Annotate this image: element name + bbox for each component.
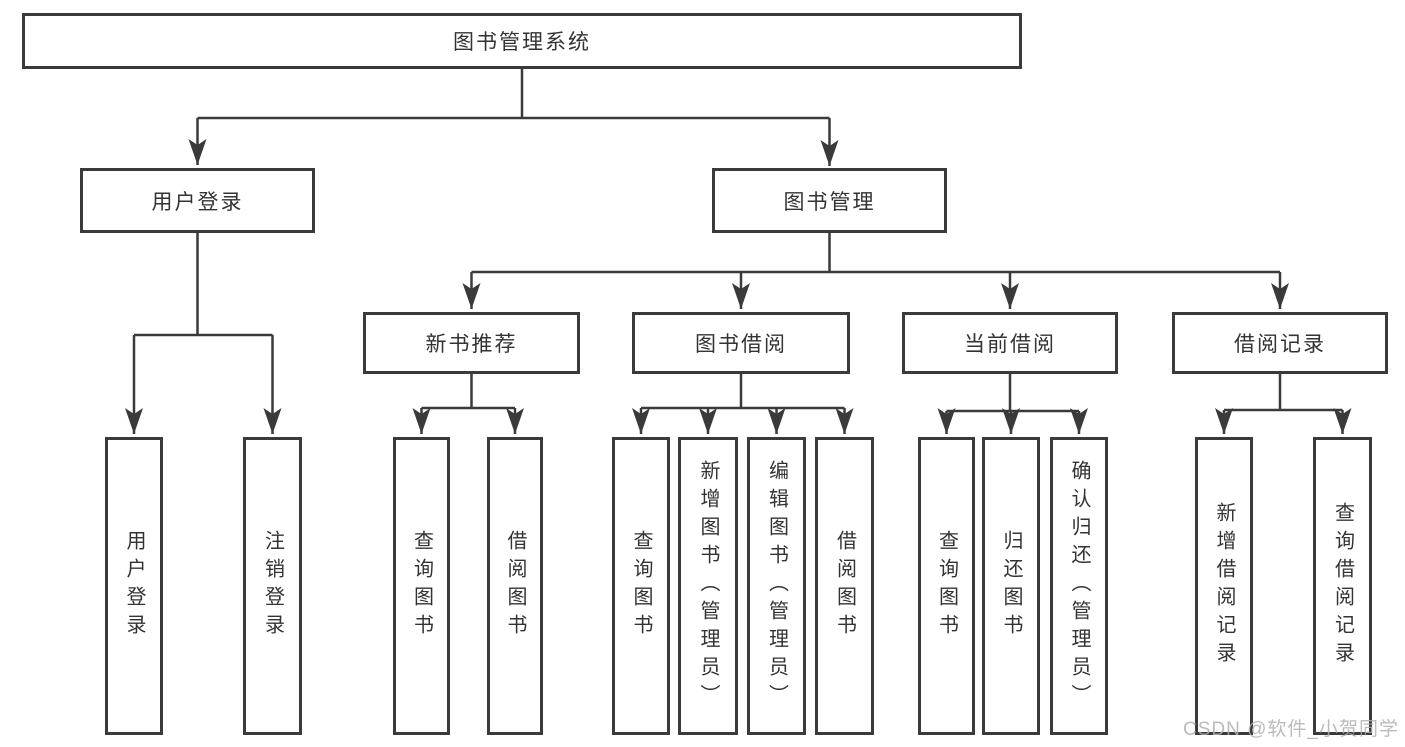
node-book-management: 图书管理 <box>712 168 947 233</box>
leaf-logout-label: 注销登录 <box>261 530 284 642</box>
leaf-add-borrow-record: 新增借阅记录 <box>1195 437 1253 735</box>
node-current-borrowing: 当前借阅 <box>902 312 1118 374</box>
connector-root-to-level2 <box>188 69 839 166</box>
leaf-confirm-return-admin-label: 确认归还（管理员） <box>1068 460 1090 712</box>
leaf-borrow-books-borrowing: 借阅图书 <box>815 437 874 735</box>
connector-book-borrow-to-leaves <box>632 374 854 434</box>
node-library-system: 图书管理系统 <box>22 13 1022 69</box>
connector-book-mgmt-to-level3 <box>462 233 1289 309</box>
leaf-add-borrow-record-label: 新增借阅记录 <box>1213 502 1235 670</box>
connector-borrow-records-to-leaves <box>1215 374 1352 434</box>
leaf-query-books-borrowing: 查询图书 <box>612 437 670 735</box>
leaf-query-books-recommend-label: 查询图书 <box>410 530 433 642</box>
node-current-borrowing-label: 当前借阅 <box>964 333 1056 356</box>
leaf-confirm-return-admin: 确认归还（管理员） <box>1050 437 1108 735</box>
leaf-logout: 注销登录 <box>243 437 302 735</box>
connector-new-book-rec-to-leaves <box>412 374 524 434</box>
leaf-return-books: 归还图书 <box>982 437 1040 735</box>
leaf-user-login: 用户登录 <box>105 437 163 735</box>
leaf-query-books-borrowing-label: 查询图书 <box>630 530 652 642</box>
node-library-system-label: 图书管理系统 <box>453 31 591 54</box>
node-borrow-records-label: 借阅记录 <box>1234 333 1326 356</box>
node-user-login: 用户登录 <box>80 168 315 233</box>
leaf-return-books-label: 归还图书 <box>1000 530 1022 642</box>
node-new-book-recommend: 新书推荐 <box>363 312 580 374</box>
leaf-borrow-books-recommend-label: 借阅图书 <box>504 530 526 642</box>
csdn-watermark: CSDN @软件_小贺同学 <box>1183 719 1399 740</box>
node-user-login-label: 用户登录 <box>151 190 244 214</box>
node-book-borrowing: 图书借阅 <box>632 312 850 374</box>
leaf-query-books-current: 查询图书 <box>918 437 975 735</box>
node-book-management-label: 图书管理 <box>783 190 876 214</box>
connector-current-borrow-to-leaves <box>937 374 1088 434</box>
leaf-edit-books-admin: 编辑图书（管理员） <box>747 437 806 735</box>
node-new-book-recommend-label: 新书推荐 <box>425 333 518 356</box>
leaf-query-borrow-record: 查询借阅记录 <box>1313 437 1372 735</box>
leaf-edit-books-admin-label: 编辑图书（管理员） <box>765 460 788 712</box>
leaf-query-books-current-label: 查询图书 <box>935 530 958 642</box>
leaf-borrow-books-borrowing-label: 借阅图书 <box>833 530 856 642</box>
leaf-user-login-label: 用户登录 <box>123 530 145 642</box>
leaf-add-books-admin: 新增图书（管理员） <box>678 437 738 735</box>
node-book-borrowing-label: 图书借阅 <box>695 333 787 356</box>
leaf-add-books-admin-label: 新增图书（管理员） <box>697 460 719 712</box>
node-borrow-records: 借阅记录 <box>1172 312 1388 374</box>
leaf-query-books-recommend: 查询图书 <box>393 437 450 735</box>
connector-user-login-to-leaves <box>125 233 282 434</box>
leaf-borrow-books-recommend: 借阅图书 <box>487 437 543 735</box>
leaf-query-borrow-record-label: 查询借阅记录 <box>1331 502 1354 670</box>
